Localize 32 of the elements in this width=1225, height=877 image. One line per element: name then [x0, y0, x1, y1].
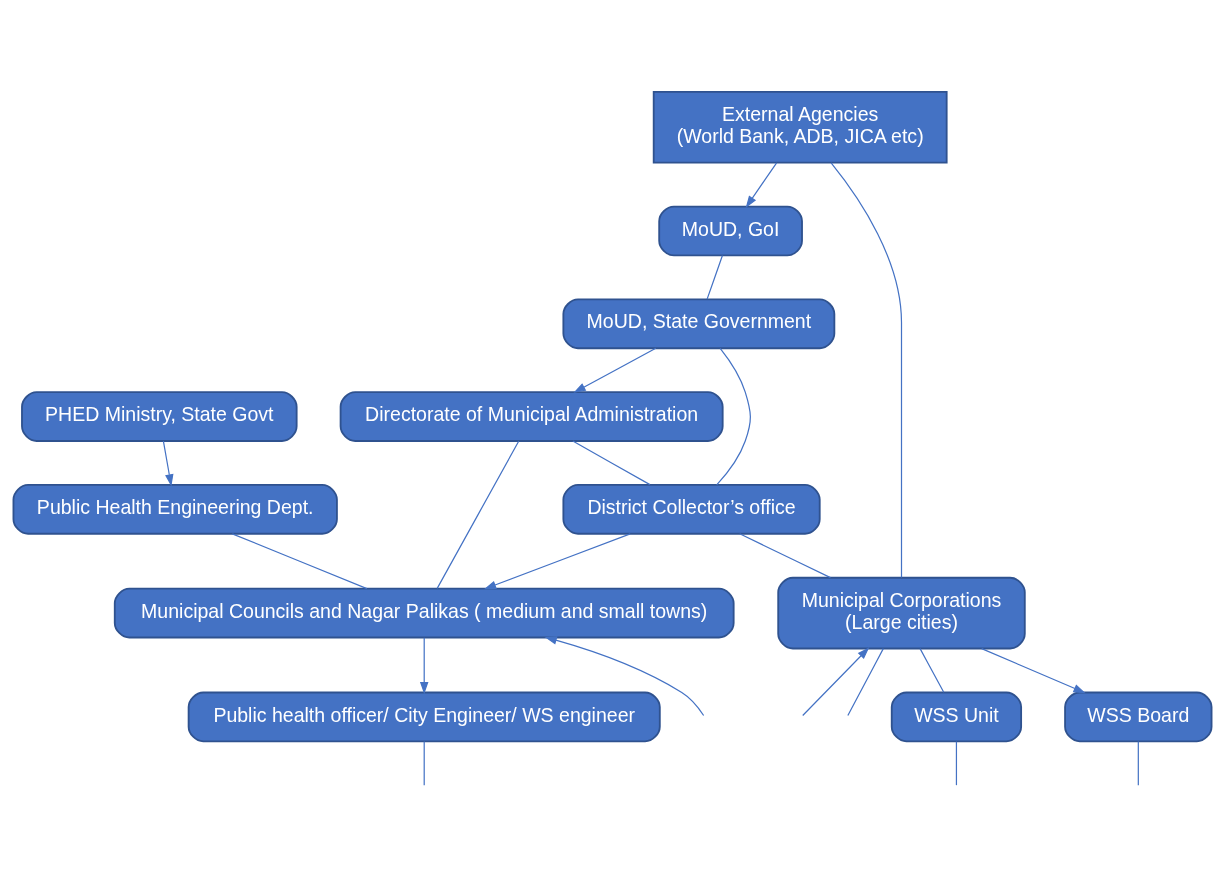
node-box: External Agencies (World Bank, ADB, JICA etc) — [652, 90, 948, 164]
node-box: PHED Ministry, State Govt — [21, 390, 298, 442]
connector — [716, 347, 751, 485]
connector — [706, 254, 724, 300]
connector — [739, 532, 832, 578]
connector — [919, 647, 945, 693]
arrow — [544, 635, 705, 716]
connector — [231, 532, 368, 589]
arrow — [162, 439, 174, 486]
arrow — [573, 347, 657, 393]
node-box: Municipal Corporations (Large cities) — [777, 576, 1026, 649]
node-box: Public health officer/ City Engineer/ WS engineer — [187, 691, 661, 742]
node-box: MoUD, State Government — [562, 298, 836, 349]
arrow — [981, 647, 1086, 693]
connector — [436, 440, 520, 589]
arrow — [802, 646, 870, 716]
node-box: WSS Board — [1064, 691, 1213, 742]
node-box: Municipal Councils and Nagar Palikas ( medium and small towns) — [113, 587, 735, 638]
connector — [572, 439, 651, 485]
node-box: Public Health Engineering Dept. — [12, 483, 338, 535]
arrow — [484, 532, 631, 589]
arrow — [419, 636, 429, 694]
node-box: Directorate of Municipal Administration — [339, 390, 724, 442]
connector — [847, 647, 884, 716]
arrow — [745, 161, 778, 208]
connector — [955, 740, 958, 786]
node-box: WSS Unit — [890, 691, 1023, 742]
connector — [423, 740, 425, 786]
connector — [1137, 740, 1139, 786]
node-box: MoUD, GoI — [658, 205, 803, 256]
node-box: District Collector’s office — [562, 483, 821, 535]
connector — [830, 161, 903, 578]
